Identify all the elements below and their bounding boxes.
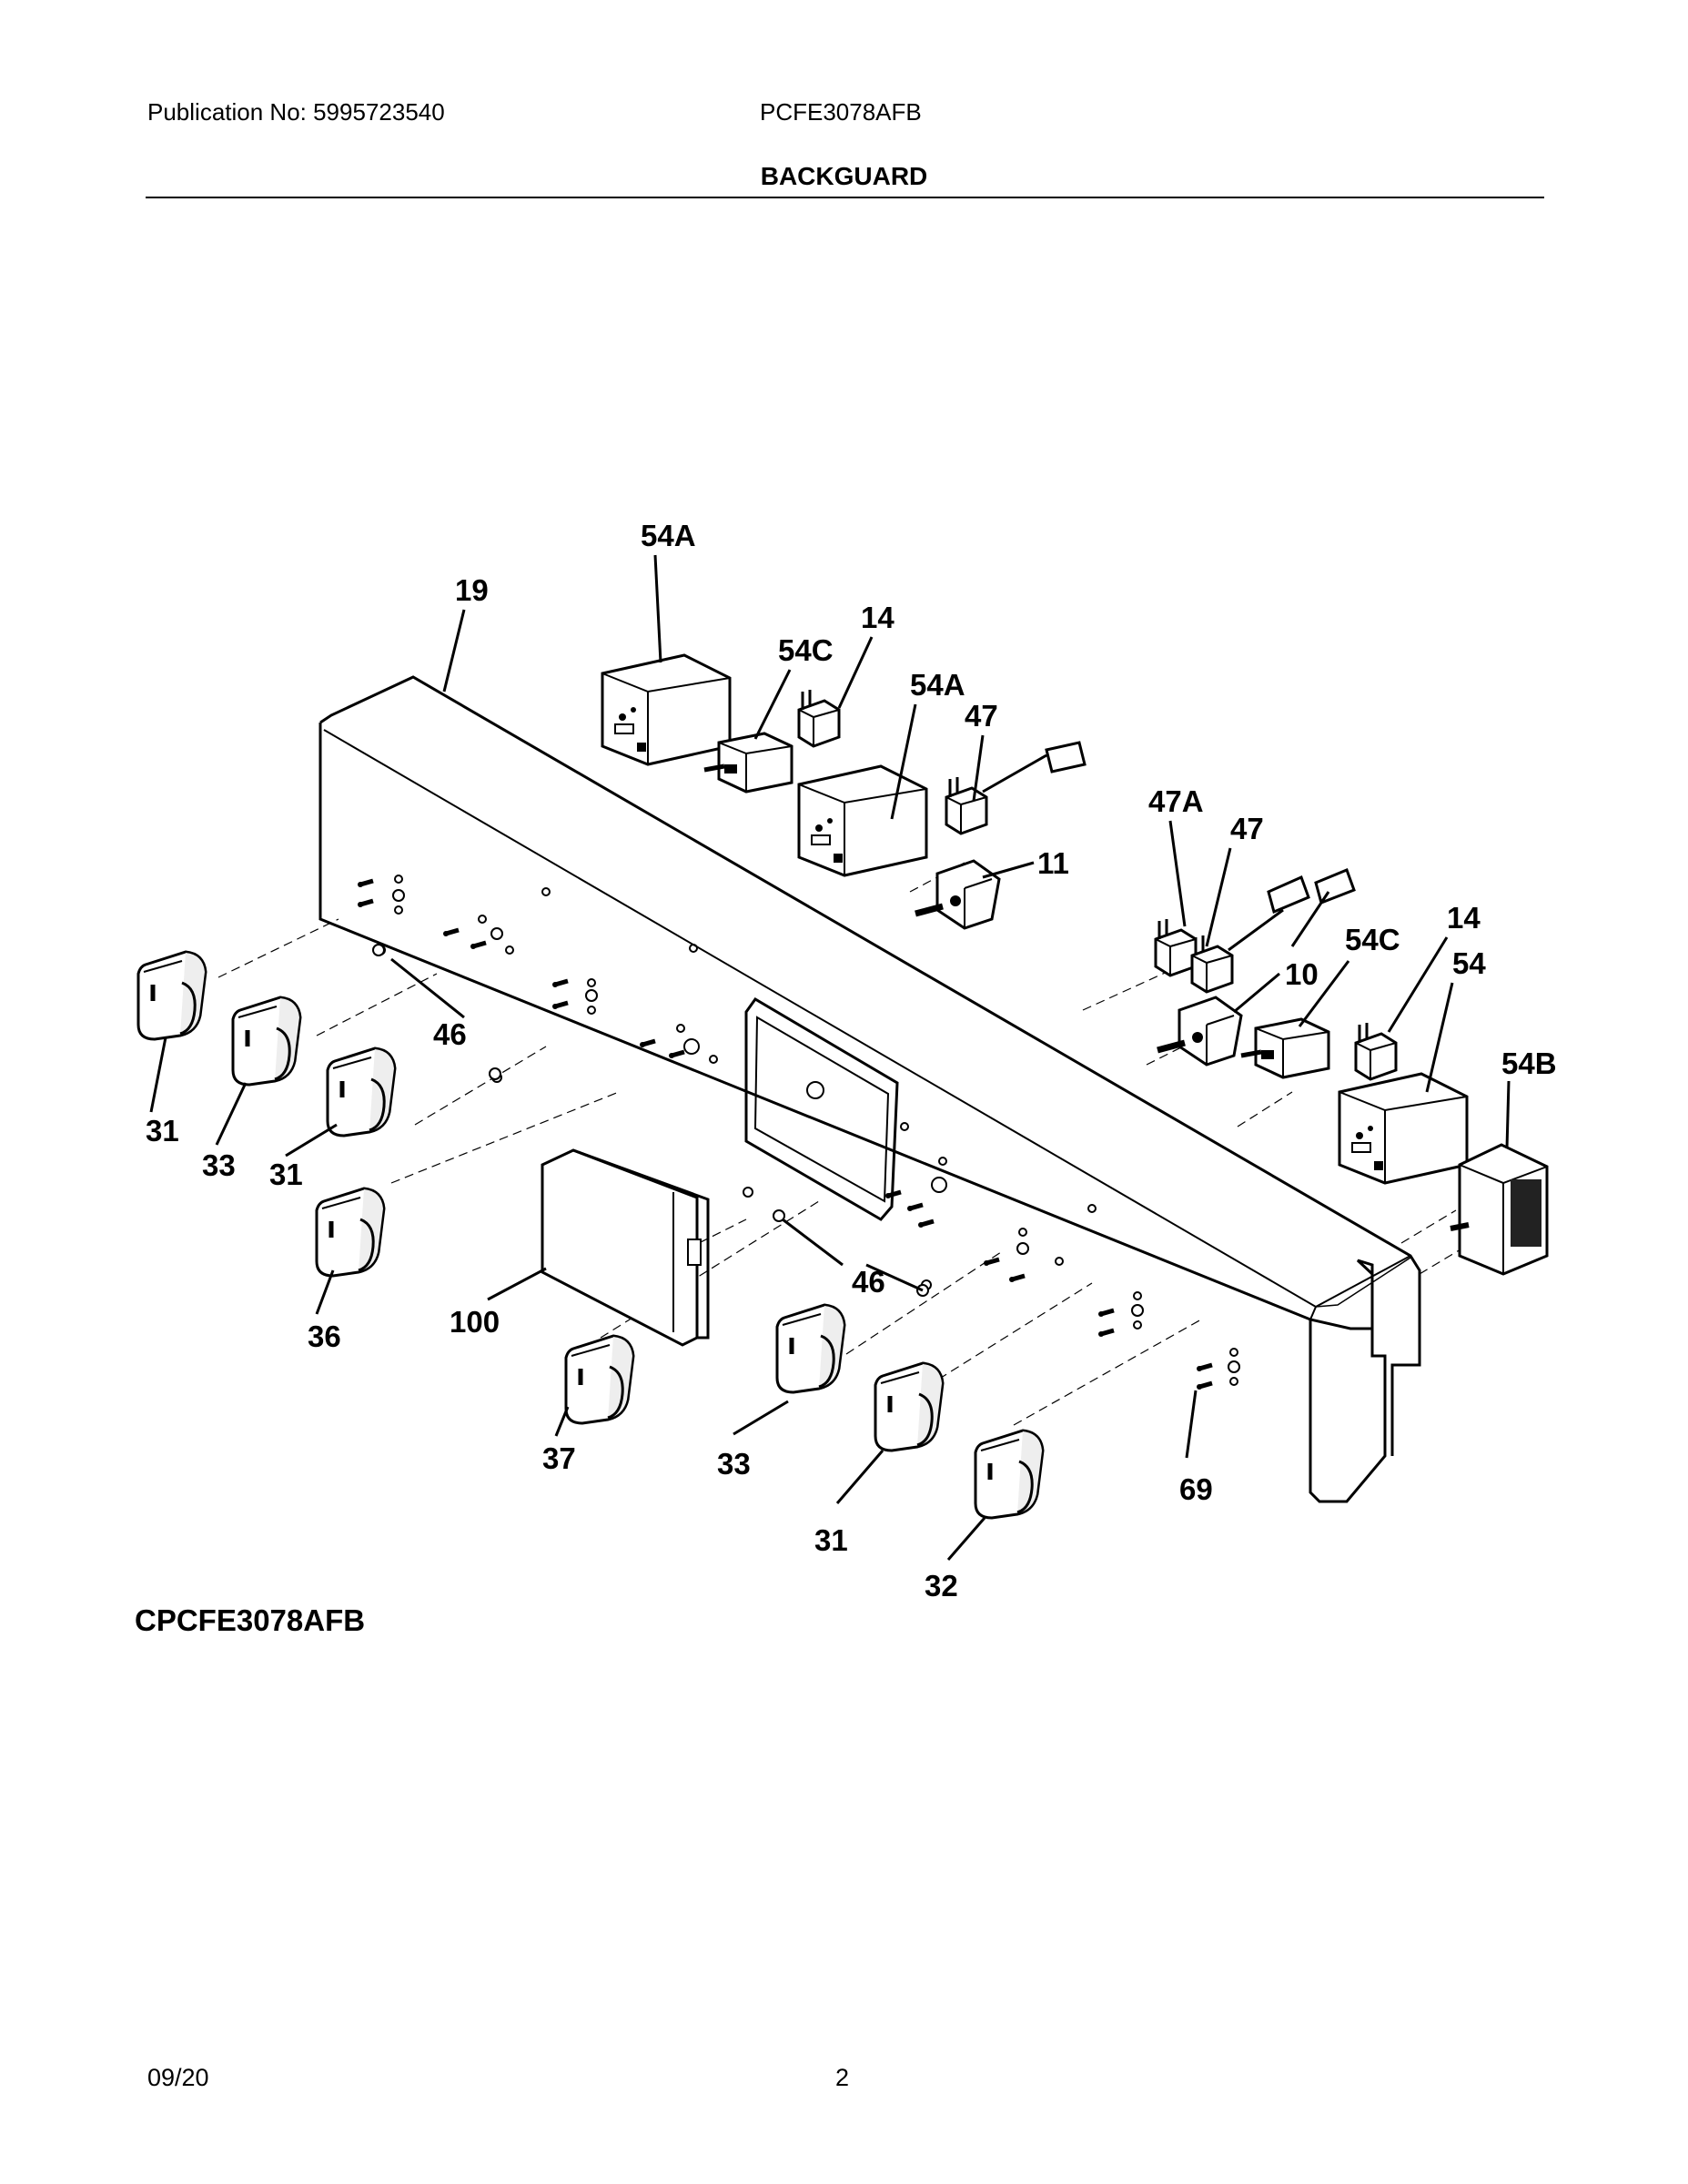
switch-54b — [1450, 1143, 1549, 1276]
callout-69: 69 — [1179, 1472, 1213, 1506]
pins-46 — [372, 944, 929, 1297]
knob-36 — [317, 1188, 384, 1276]
knob-31-left-top — [138, 952, 206, 1039]
callout-46-left: 46 — [433, 1017, 467, 1051]
callout-54a-mid: 54A — [910, 668, 965, 702]
callout-31-middle: 31 — [269, 1158, 303, 1191]
callout-37: 37 — [542, 1441, 576, 1475]
callout-leaders — [149, 554, 1511, 1561]
switch-54 — [1338, 1072, 1469, 1185]
section-title: BACKGUARD — [760, 162, 928, 190]
callout-19: 19 — [455, 573, 489, 607]
page-number: 2 — [835, 2064, 850, 2091]
callout-31-left: 31 — [146, 1114, 179, 1148]
diagram-caption: CPCFE3078AFB — [135, 1603, 366, 1637]
callout-11: 11 — [1037, 846, 1069, 880]
panel-screws — [358, 875, 1240, 1390]
callout-47a: 47A — [1148, 784, 1204, 818]
callout-32: 32 — [925, 1569, 958, 1603]
callout-33-left: 33 — [202, 1148, 236, 1182]
callout-36: 36 — [308, 1320, 341, 1353]
knob-33-right — [777, 1305, 844, 1392]
callout-10: 10 — [1285, 957, 1319, 991]
valve-11 — [915, 859, 1001, 930]
callout-31-right: 31 — [814, 1523, 848, 1557]
model-number: PCFE3078AFB — [760, 98, 922, 126]
footer-date: 09/20 — [147, 2064, 209, 2091]
callout-100: 100 — [450, 1305, 500, 1339]
control-module-100 — [541, 1148, 710, 1347]
knob-33-left — [233, 997, 300, 1085]
callout-47-lower: 47 — [1230, 812, 1264, 845]
valve-10 — [1157, 996, 1243, 1067]
callout-labels: 54A 19 54C 14 54A 47 11 47A 47 14 10 54C… — [146, 519, 1557, 1603]
clip-47-lower — [1190, 868, 1356, 994]
callout-47-top: 47 — [965, 699, 998, 733]
switch-54a-middle — [797, 764, 928, 877]
callout-54: 54 — [1452, 946, 1486, 980]
callout-54a-top: 54A — [641, 519, 696, 552]
clip-47a — [1154, 917, 1198, 977]
header-rule — [146, 197, 1544, 198]
callout-54b: 54B — [1501, 1046, 1557, 1080]
callout-46-right: 46 — [852, 1265, 885, 1299]
callout-54c-top: 54C — [778, 633, 834, 667]
callout-33-right: 33 — [717, 1447, 751, 1481]
callout-54c-lower: 54C — [1345, 923, 1400, 956]
knob-37 — [566, 1336, 633, 1423]
clip-47-upper — [945, 741, 1087, 835]
knob-31-right — [875, 1363, 943, 1451]
knob-31-left-bottom — [328, 1048, 395, 1136]
publication-number: Publication No: 5995723540 — [147, 98, 445, 126]
clip-14-upper — [797, 688, 841, 748]
callout-14-top: 14 — [861, 601, 895, 634]
switch-54a-upper — [601, 653, 732, 766]
switch-54c-lower — [1241, 1019, 1329, 1077]
knob-32 — [975, 1431, 1043, 1518]
backguard-panel — [318, 675, 1421, 1503]
callout-14-lower: 14 — [1447, 901, 1481, 935]
